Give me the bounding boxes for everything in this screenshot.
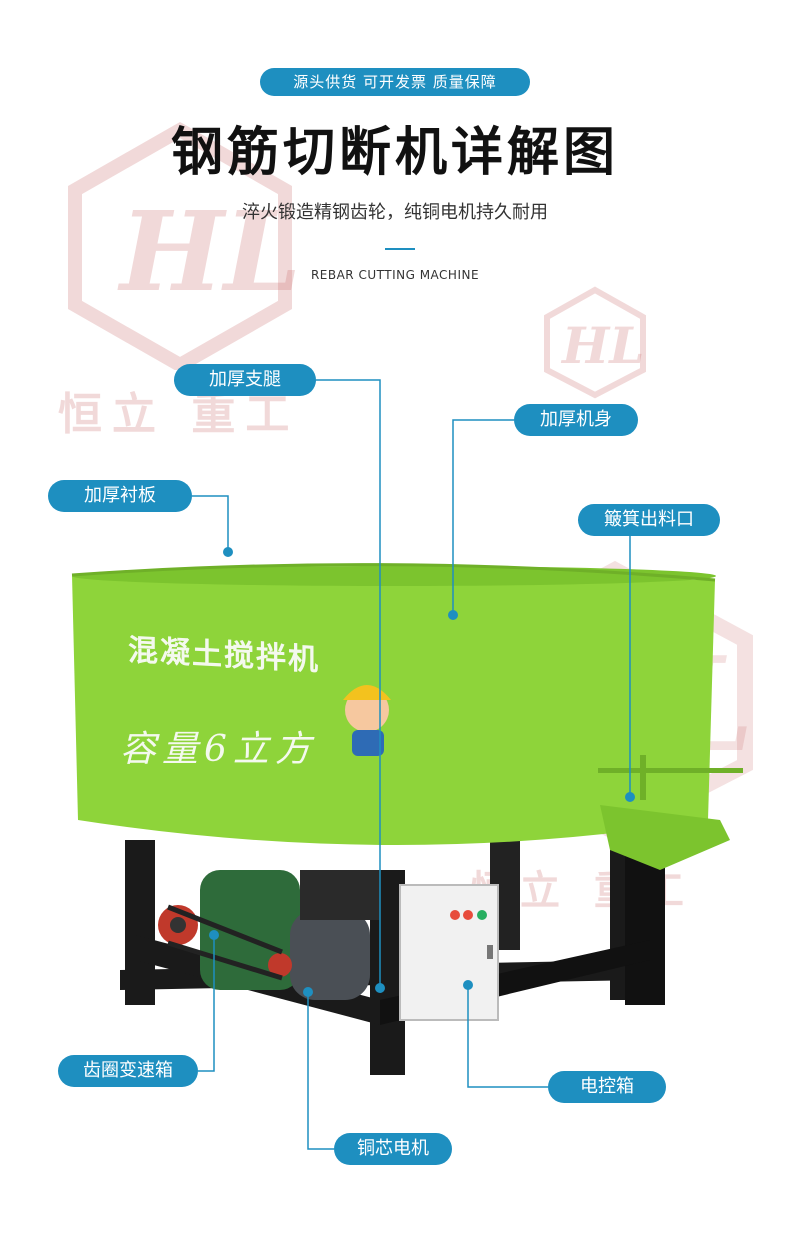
page-title: 钢筋切断机详解图	[170, 123, 619, 183]
callout-legs: 加厚支腿	[174, 364, 316, 396]
callout-control: 电控箱	[548, 1071, 666, 1103]
drum-text-capacity: 容量6立方	[120, 729, 317, 770]
callout-dot-control	[463, 980, 473, 990]
title-divider	[385, 248, 415, 250]
callout-dot-outlet	[625, 792, 635, 802]
callout-dot-legs	[375, 983, 385, 993]
english-caption: REBAR CUTTING MACHINE	[310, 268, 480, 282]
callout-dot-body	[448, 610, 458, 620]
svg-text:HL: HL	[117, 187, 300, 316]
callout-outlet: 簸箕出料口	[578, 504, 720, 536]
callout-dot-motor	[303, 987, 313, 997]
callout-gearbox: 齿圈变速箱	[58, 1055, 198, 1087]
callout-dot-liner	[223, 547, 233, 557]
watermark-logo-left: HL	[68, 121, 300, 370]
callout-motor: 铜芯电机	[334, 1133, 452, 1165]
watermark-text-left: 恒立 重工	[58, 389, 300, 440]
callout-dot-gearbox	[209, 930, 219, 940]
callout-liner: 加厚衬板	[48, 480, 192, 512]
page-subtitle: 淬火锻造精钢齿轮，纯铜电机持久耐用	[242, 202, 548, 223]
feature-badge: 源头供货 可开发票 质量保障	[260, 68, 530, 96]
callout-body: 加厚机身	[514, 404, 638, 436]
svg-text:HL: HL	[560, 316, 644, 375]
watermark-logo-small: HL	[544, 286, 646, 399]
mixer-machine-illustration	[71, 563, 743, 1075]
